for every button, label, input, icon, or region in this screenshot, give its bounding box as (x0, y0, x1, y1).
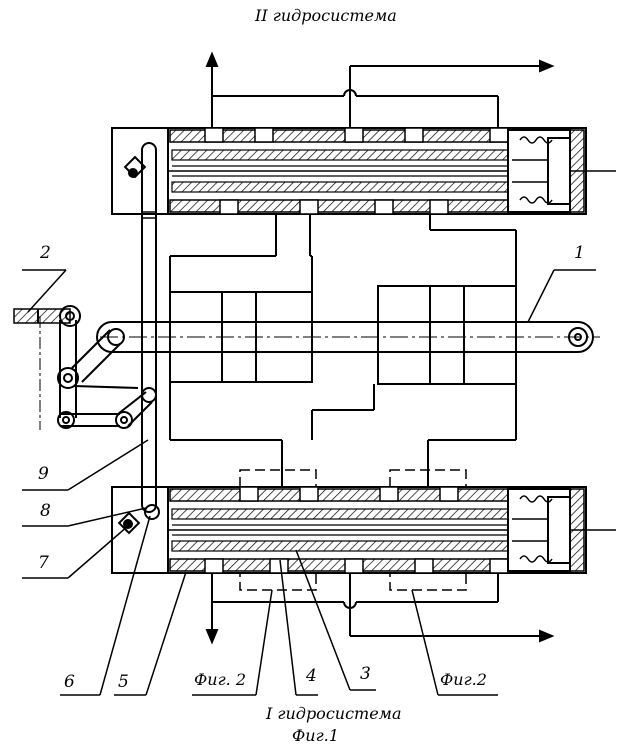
bottom-piping (205, 573, 555, 645)
callout-7: 7 (38, 553, 49, 573)
upper-distributor (111, 127, 616, 215)
upper-piping (169, 51, 555, 295)
callout-8: 8 (40, 501, 51, 521)
main-rod (96, 321, 600, 353)
callout-4: 4 (306, 666, 317, 686)
cylinder-right (377, 285, 517, 385)
figure-caption: Фиг.1 (292, 726, 339, 745)
callout-5: 5 (118, 672, 129, 692)
section-label-left: Фиг. 2 (194, 670, 247, 689)
lower-system-title: I гидросистема (266, 704, 402, 723)
section-label-right: Фиг.2 (440, 670, 487, 689)
lower-distributor (111, 486, 616, 574)
callout-6: 6 (64, 672, 75, 692)
callout-1: 1 (574, 243, 585, 263)
callout-9: 9 (38, 464, 49, 484)
callout-3: 3 (360, 664, 371, 684)
upper-system-title: II гидросистема (255, 6, 397, 25)
lower-piping-mid (169, 382, 517, 490)
leader-lines (22, 269, 596, 696)
vertical-link-9 (141, 142, 157, 513)
lever-mechanism (13, 305, 153, 430)
callout-2: 2 (40, 243, 51, 263)
